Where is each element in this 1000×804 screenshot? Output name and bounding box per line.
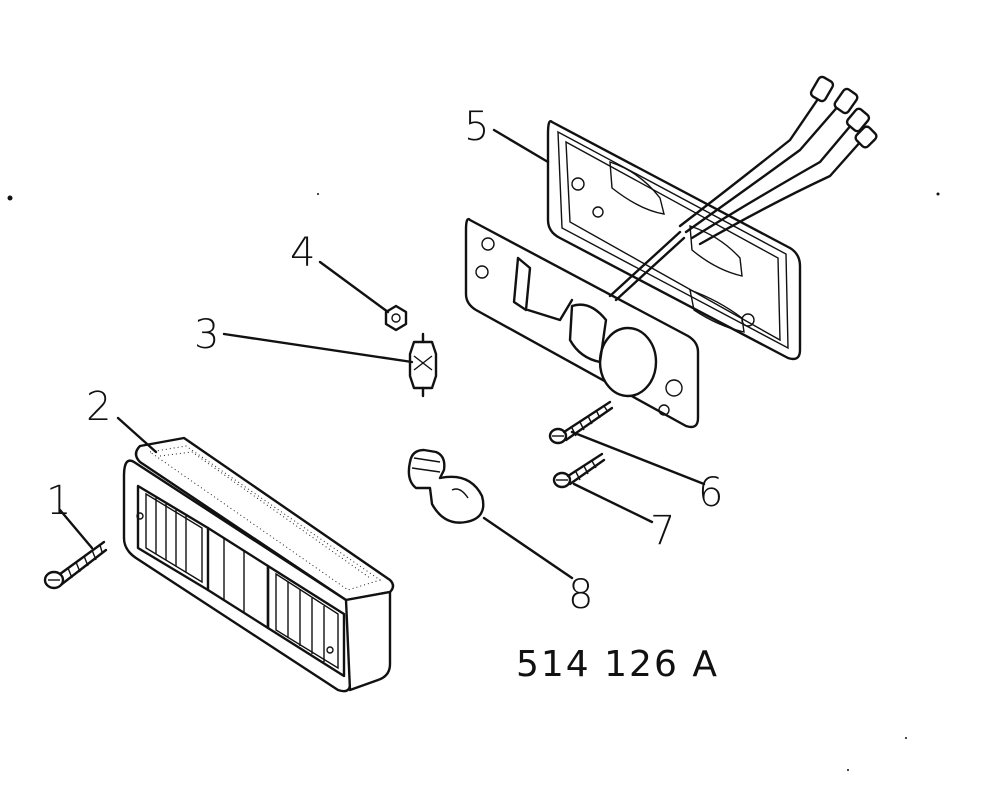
callout-2: 2	[86, 384, 111, 430]
screw-icon	[43, 540, 108, 590]
speck	[905, 737, 907, 739]
speck	[7, 195, 13, 201]
leader-line-7	[572, 482, 654, 524]
leader-lines	[58, 128, 706, 580]
nut-icon	[384, 304, 408, 332]
leader-line-8	[482, 516, 574, 580]
leader-line-5	[492, 128, 550, 164]
leader-line-4	[318, 260, 390, 314]
callout-3: 3	[194, 312, 219, 358]
callout-1: 1	[46, 478, 71, 524]
callout-5: 5	[464, 104, 489, 150]
callout-7: 7	[650, 508, 675, 554]
speck	[936, 192, 940, 196]
bulb-icon	[407, 448, 485, 524]
leader-line-3	[222, 332, 414, 364]
leader-line-2	[116, 416, 158, 454]
callout-4: 4	[290, 230, 315, 276]
leader-line-1	[58, 508, 94, 550]
figure-reference: 514 126 A	[516, 644, 719, 685]
callout-8: 8	[568, 572, 593, 618]
leader-line-6	[570, 430, 706, 486]
speck	[317, 193, 319, 195]
speck	[847, 769, 849, 771]
festoon-bulb-icon	[408, 332, 438, 398]
screw-icon	[552, 452, 606, 489]
lamp-lens-icon	[122, 436, 395, 693]
callout-6: 6	[698, 470, 723, 516]
screw-icon	[548, 400, 614, 445]
lamp-base-with-harness-icon	[464, 75, 878, 429]
